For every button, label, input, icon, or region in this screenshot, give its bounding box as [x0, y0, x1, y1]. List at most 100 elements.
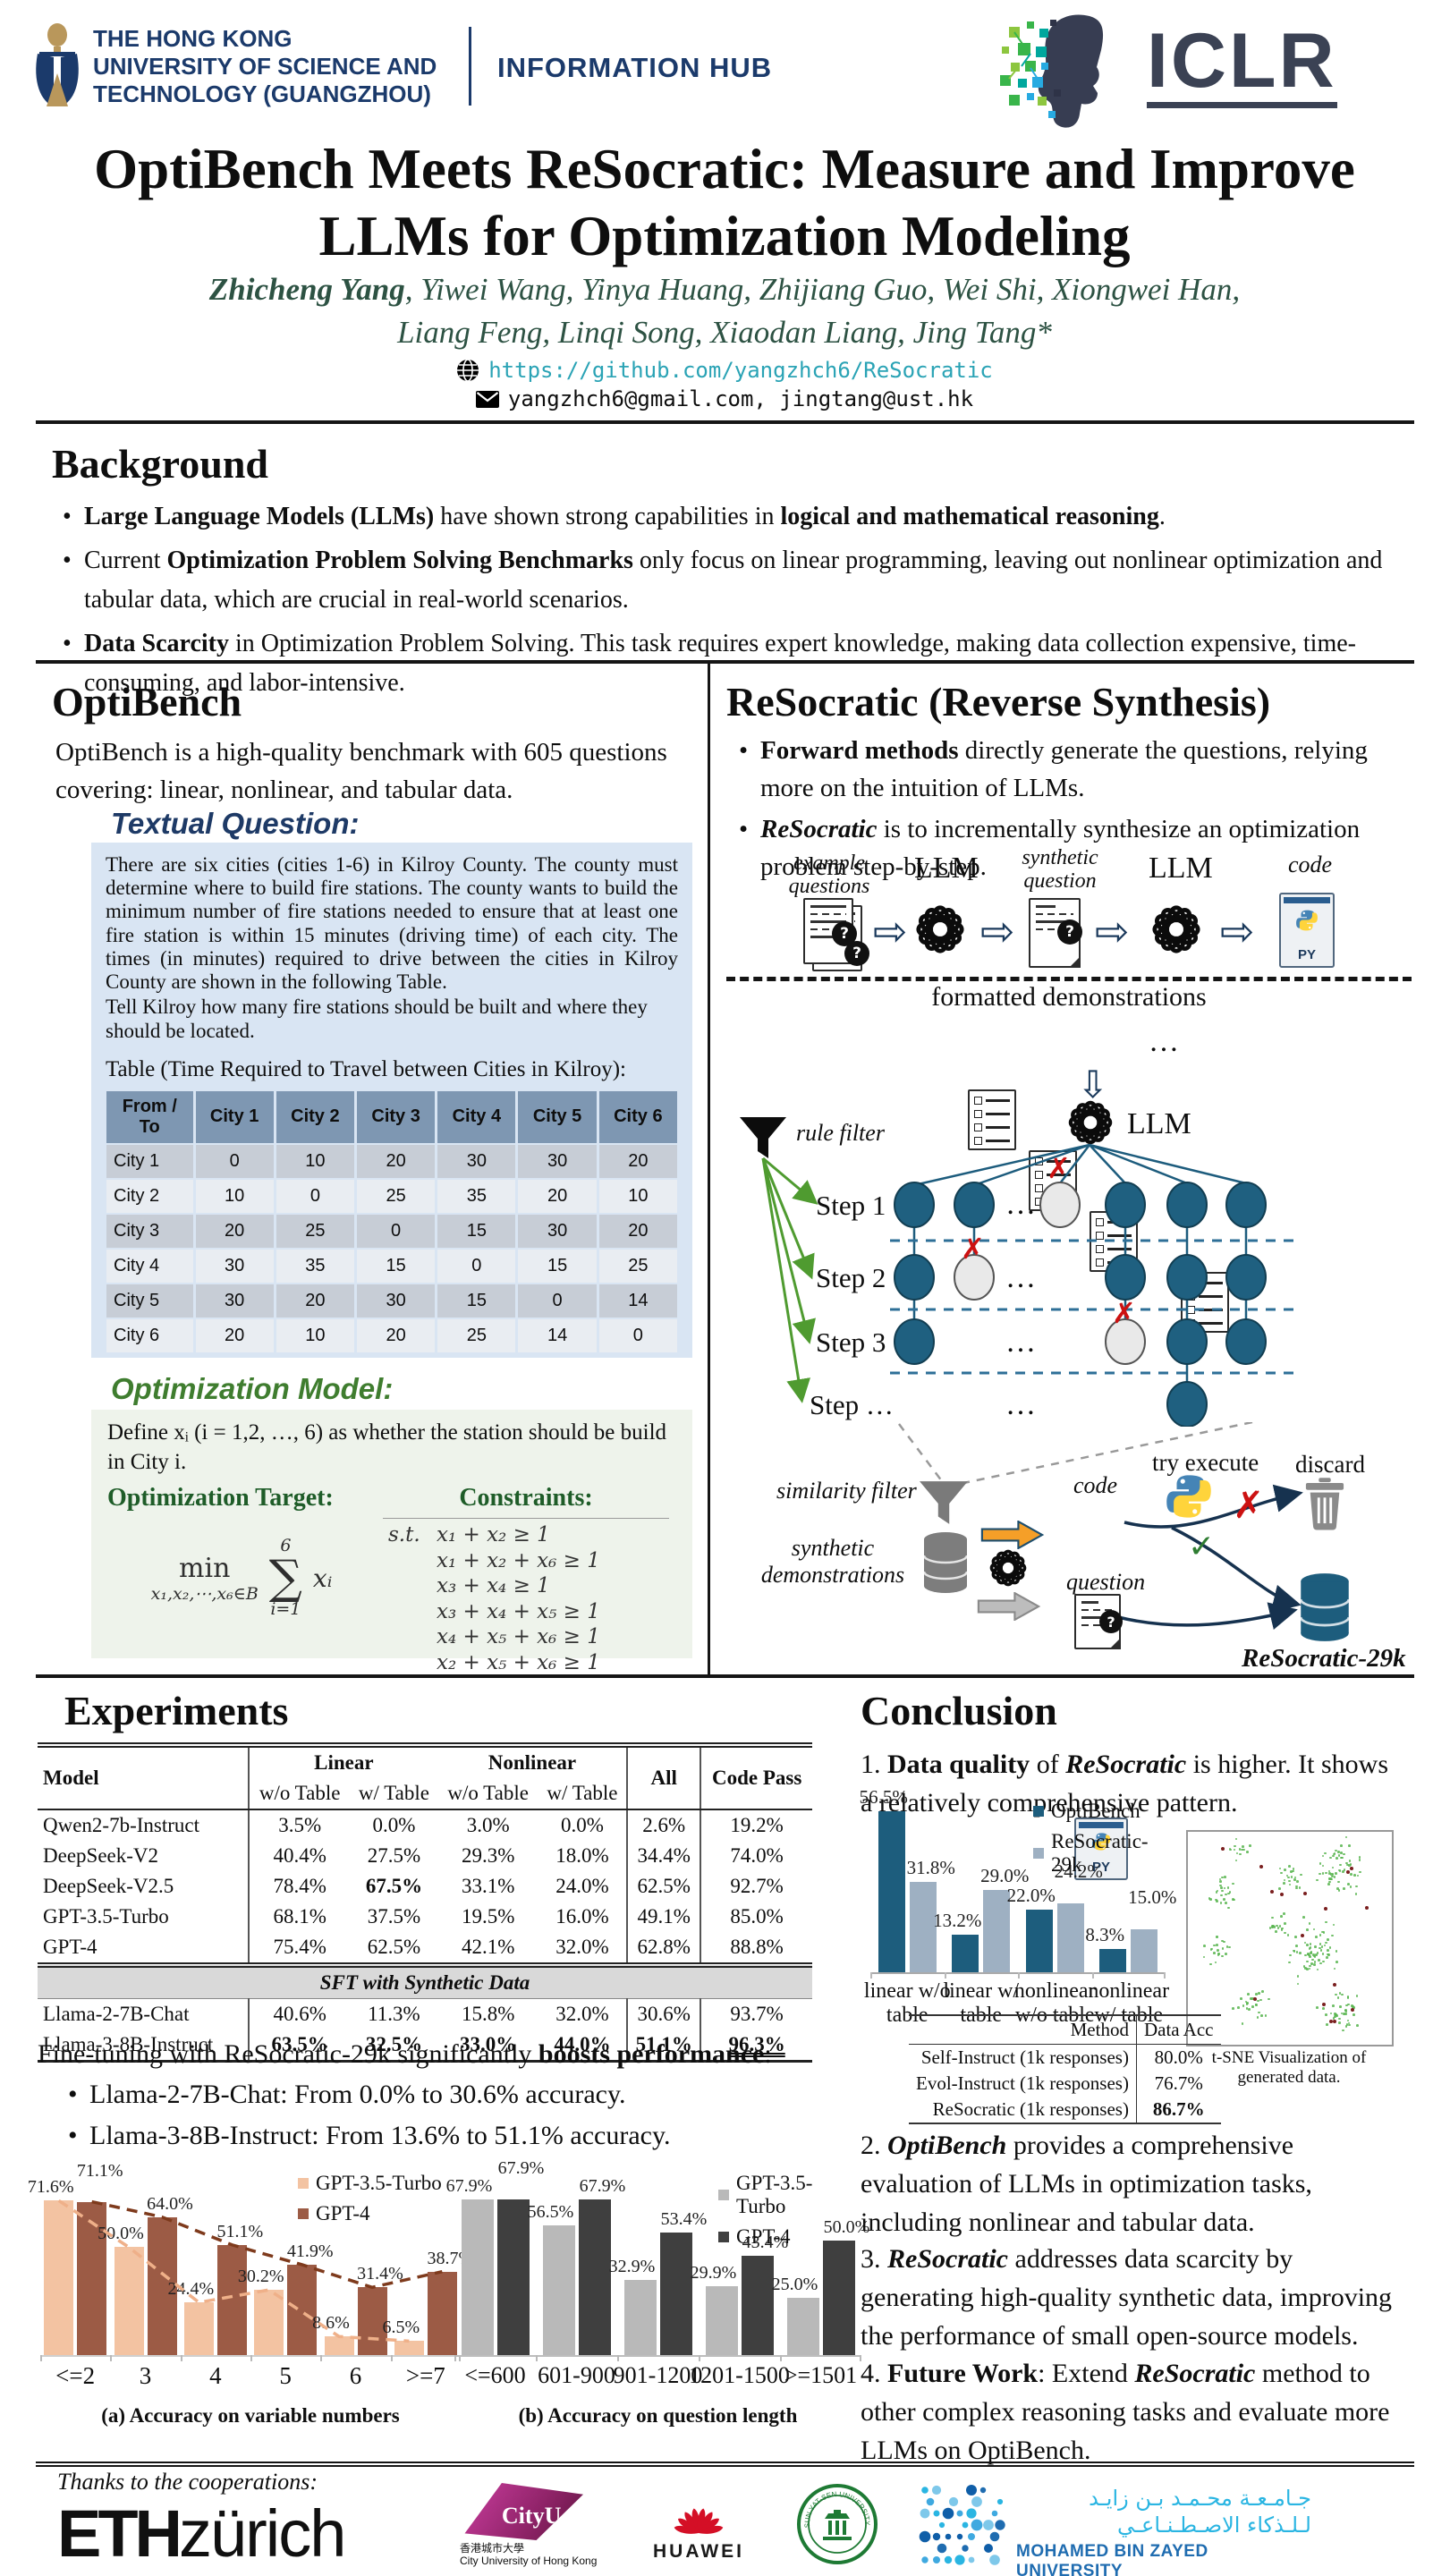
- tsne-point: [1344, 2012, 1347, 2015]
- bar: [741, 2255, 774, 2355]
- city-table-header: City 5: [518, 1090, 597, 1143]
- constraints-heading: Constraints:: [459, 1484, 593, 1512]
- tsne-point: [1319, 1962, 1322, 1965]
- bar-value-label: 71.6%: [27, 2177, 74, 2198]
- question-doc-icon: ?: [1074, 1594, 1124, 1649]
- city-cell: 25: [598, 1249, 677, 1283]
- bar: [254, 2290, 284, 2355]
- constraint-expression: x₄ + x₅ + x₆ ≥ 1: [437, 1625, 600, 1649]
- tsne-point: [1329, 1877, 1332, 1880]
- tsne-point: [1321, 1854, 1325, 1858]
- synthetic-demos-db-icon: [922, 1531, 969, 1594]
- city-cell: 14: [518, 1318, 597, 1352]
- dashed-divider: [726, 977, 1412, 981]
- city-cell: 10: [276, 1318, 354, 1352]
- tsne-point: [1345, 1863, 1349, 1867]
- tsne-point: [1254, 2003, 1258, 2006]
- tsne-point: [1326, 2023, 1328, 2026]
- tsne-point: [1306, 1960, 1309, 1963]
- footer-rule: [36, 2462, 1414, 2467]
- mbzuai-english-1: MOHAMED BIN ZAYED UNIVERSITY: [1016, 2542, 1208, 2576]
- subheader: w/ Table: [538, 1778, 628, 1810]
- tsne-point: [1288, 1961, 1291, 1964]
- legend-entry: GPT-4: [298, 2202, 442, 2225]
- tsne-point: [1224, 1876, 1226, 1878]
- bar: [542, 2225, 575, 2355]
- value-cell: 27.5%: [367, 1844, 421, 1867]
- tsne-point: [1303, 1941, 1307, 1945]
- constraint-row: x₂ + x₅ + x₆ ≥ 1: [388, 1650, 676, 1676]
- conclusion-point-1: 1. Data quality of ReSocratic is higher.…: [861, 1746, 1397, 1823]
- model-name: Llama-3-8B-Instruct: [43, 2033, 214, 2055]
- hkust-line-1: THE HONG KONG: [93, 25, 293, 52]
- tsne-point: [1214, 1961, 1217, 1964]
- text-segment: provides a comprehensive evaluation of L…: [861, 2131, 1312, 2237]
- axis-tick: [40, 2355, 42, 2361]
- bar-value-label: 53.4%: [660, 2209, 708, 2230]
- text-segment: Optimization Problem Solving Benchmarks: [166, 547, 633, 575]
- tsne-point: [1336, 1887, 1339, 1890]
- bar-value-label: 30.2%: [237, 2267, 284, 2287]
- tsne-point: [1229, 1848, 1233, 1852]
- tsne-point: [1298, 1885, 1302, 1889]
- tsne-point: [1216, 1935, 1218, 1938]
- tsne-point: [1323, 1944, 1327, 1947]
- tsne-point: [1334, 1993, 1337, 1996]
- text-segment: is to incrementally synthesize an optimi…: [760, 815, 1361, 882]
- tsne-point: [1344, 2010, 1348, 2013]
- tsne-point: [1216, 1936, 1218, 1939]
- tsne-point: [1334, 2015, 1336, 2018]
- tsne-point: [1347, 2003, 1350, 2006]
- city-table-header: From / To: [106, 1090, 193, 1143]
- question-badge-icon: ?: [844, 941, 869, 966]
- bar: [496, 2199, 530, 2355]
- value-cell: 29.3%: [461, 1844, 515, 1867]
- bar: [952, 1935, 979, 1972]
- tsne-point: [1209, 1962, 1212, 1966]
- huawei-text: HUAWEI: [653, 2541, 744, 2562]
- mbzuai-arabic-1: جـامـعـة محـمـد بـن زايـد: [1089, 2486, 1311, 2511]
- step-n-label: Step …: [810, 1389, 894, 1420]
- tsne-point: [1257, 1999, 1259, 2003]
- text-segment: 2.: [861, 2131, 887, 2160]
- method-row: Evol-Instruct (1k responses)76.7%: [909, 2071, 1221, 2097]
- tsne-point: [1208, 1897, 1211, 1900]
- tsne-point: [1344, 2025, 1348, 2028]
- bar-value-label: 41.9%: [286, 2241, 334, 2261]
- tsne-point: [1244, 2000, 1248, 2004]
- value-cell: 42.1%: [461, 1936, 515, 1958]
- tsne-point: [1343, 1868, 1346, 1871]
- tsne-point: [1338, 2005, 1342, 2008]
- value-cell: 30.6%: [626, 1998, 701, 2029]
- github-link[interactable]: https://github.com/yangzhch6/ReSocratic: [488, 358, 993, 383]
- bar: [1099, 1948, 1127, 1972]
- tsne-point: [1312, 1953, 1315, 1956]
- first-author: Zhicheng Yang: [208, 272, 405, 307]
- value-cell: 0.0%: [560, 1814, 604, 1836]
- tsne-point: [1280, 1928, 1284, 1931]
- tsne-point: [1337, 1880, 1340, 1884]
- text-segment: is higher. It shows a relatively compreh…: [861, 1750, 1389, 1818]
- tsne-point: [1347, 2021, 1351, 2025]
- legend-swatch: [718, 2232, 729, 2242]
- city-cell: 10: [276, 1144, 354, 1178]
- tsne-point: [1309, 1946, 1312, 1949]
- constraint-expression: x₃ + x₄ + x₅ ≥ 1: [437, 1599, 600, 1623]
- tsne-point: [1327, 1953, 1330, 1956]
- category-label: 5: [279, 2362, 292, 2389]
- tsne-point: [1280, 1915, 1283, 1918]
- flow-arrow-icon: ⇨: [980, 907, 1015, 955]
- bar: [461, 2199, 494, 2355]
- tsne-point: [1358, 1859, 1361, 1862]
- tsne-point: [1218, 1877, 1222, 1881]
- similarity-filter-label: similarity filter: [776, 1478, 917, 1504]
- city-cell: 20: [518, 1179, 597, 1213]
- optibench-heading: OptiBench: [52, 679, 242, 724]
- text-segment: directly generate the questions, relying…: [760, 736, 1368, 803]
- method-acc: 80.0%: [1154, 2046, 1203, 2068]
- city-cell: 30: [357, 1284, 436, 1318]
- model-columns: Optimization Target: min x₁,x₂,⋯,x₆∈B 6 …: [107, 1484, 676, 1675]
- value-cell: 63.5%: [248, 2029, 351, 2062]
